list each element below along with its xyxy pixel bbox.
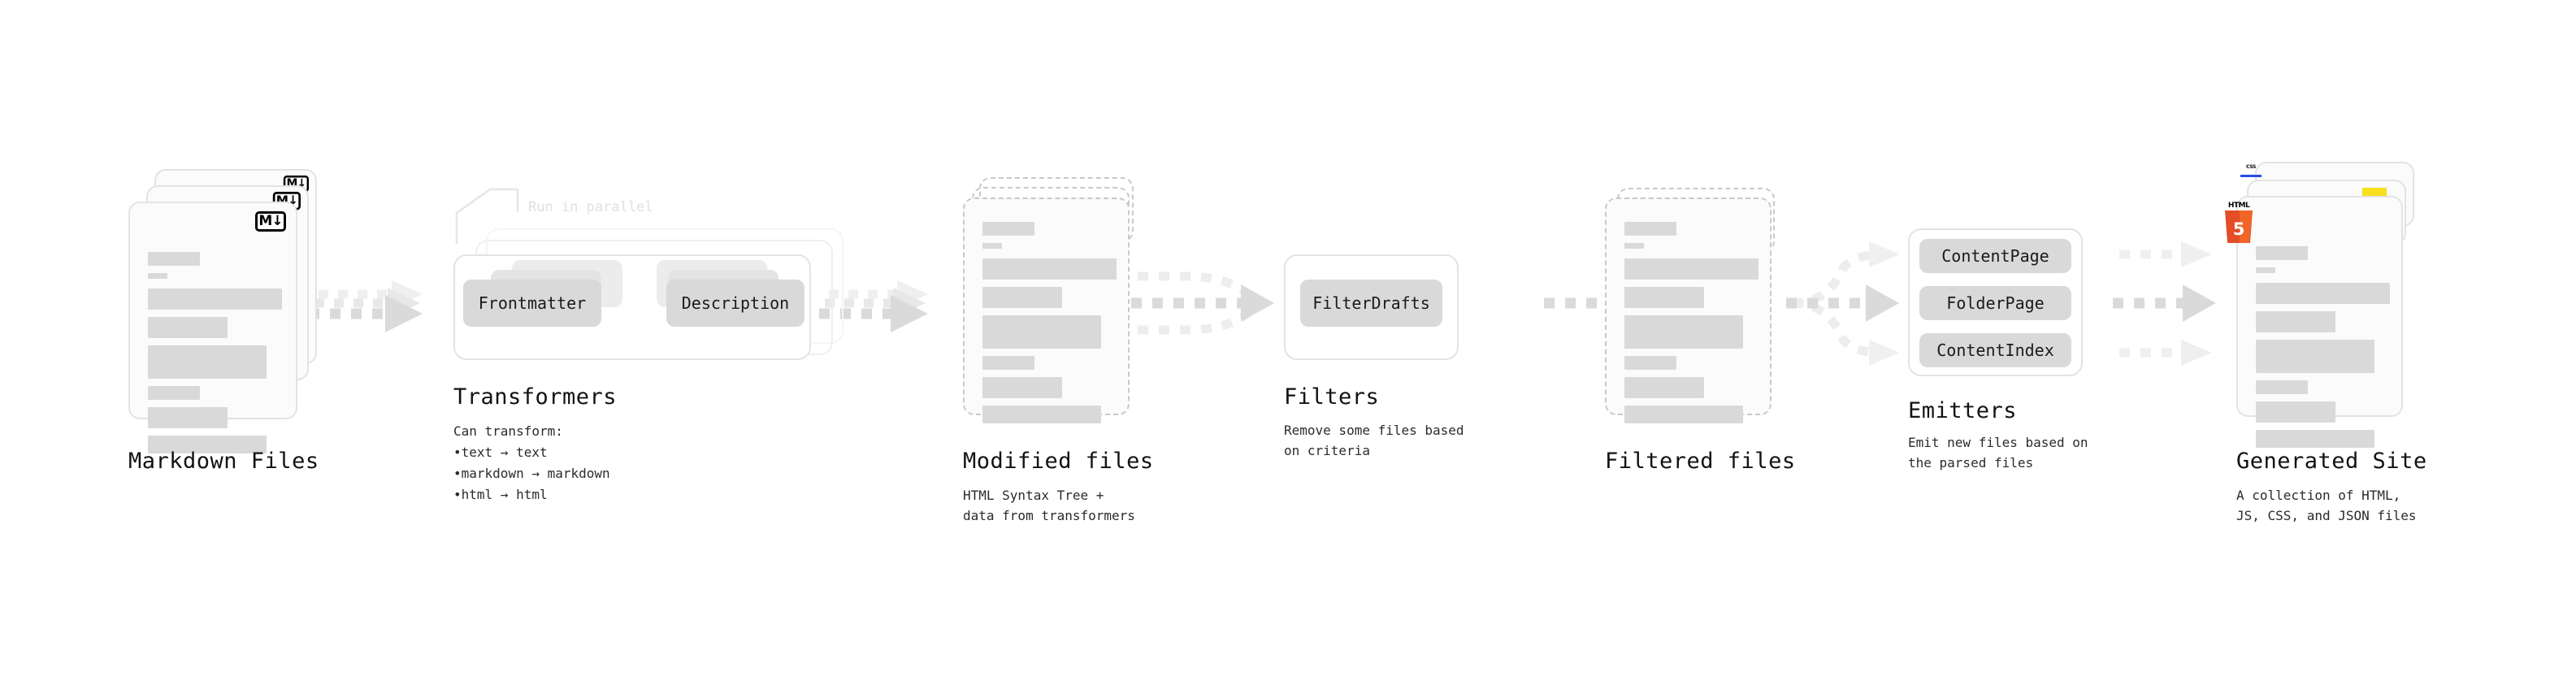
filtered-doc-front	[1605, 197, 1772, 423]
filters-description: Remove some files based on criteria	[1284, 423, 1464, 458]
stage-title-generated-site: Generated Site	[2236, 449, 2427, 474]
doc-placeholder-bars	[148, 252, 282, 461]
arrow-modified-to-filters	[1131, 271, 1274, 335]
css-badge-label: CSS	[2246, 164, 2256, 170]
doc-placeholder-bars	[1624, 222, 1759, 431]
modified-doc-front	[963, 197, 1130, 423]
stage-title-transformers: Transformers	[453, 384, 618, 410]
transformers-bullet: html → html	[453, 484, 610, 505]
transformers-description: Can transform: text → text markdown → ma…	[453, 421, 610, 505]
emitter-pill-folderpage[interactable]: FolderPage	[1919, 286, 2071, 320]
stage-title-emitters: Emitters	[1908, 398, 2018, 423]
stage-title-modified-files: Modified files	[963, 449, 1154, 474]
site-doc-front: HTML 5	[2225, 196, 2403, 448]
html5-badge: HTML 5	[2225, 202, 2253, 243]
emitter-pill-contentindex[interactable]: ContentIndex	[1919, 333, 2071, 367]
stage-title-markdown-files: Markdown Files	[128, 449, 319, 474]
css-badge: CSS	[2239, 164, 2263, 178]
transformer-pill-frontmatter[interactable]: Frontmatter	[463, 280, 601, 327]
stage-title-filtered-files: Filtered files	[1605, 449, 1796, 474]
modified-files-description: HTML Syntax Tree + data from transformer…	[963, 488, 1135, 523]
markdown-badge: M↓	[255, 211, 286, 232]
emitters-description: Emit new files based on the parsed files	[1908, 435, 2088, 471]
transformers-description-lead: Can transform:	[453, 423, 563, 439]
stage-title-filters: Filters	[1284, 384, 1380, 410]
emitter-pill-contentpage[interactable]: ContentPage	[1919, 239, 2071, 273]
html5-shield-icon	[2225, 210, 2253, 243]
transformer-pill-description[interactable]: Description	[666, 280, 804, 327]
arrow-markdown-to-transformers	[309, 280, 423, 332]
css-badge-underline	[2240, 175, 2262, 177]
doc-placeholder-bars	[2256, 246, 2390, 455]
filter-pill-filterdrafts[interactable]: FilterDrafts	[1300, 280, 1442, 327]
doc-placeholder-bars	[982, 222, 1117, 431]
arrow-filtered-to-emitters	[1786, 241, 1900, 366]
html5-badge-number: 5	[2232, 219, 2245, 239]
transformers-bullet: markdown → markdown	[453, 463, 610, 484]
generated-site-description: A collection of HTML, JS, CSS, and JSON …	[2236, 488, 2417, 523]
html5-badge-label: HTML	[2227, 202, 2250, 210]
arrow-emitters-to-site	[2113, 241, 2216, 366]
markdown-doc-front: M↓	[128, 202, 297, 453]
run-in-parallel-label: Run in parallel	[528, 199, 653, 215]
transformers-bullet: text → text	[453, 442, 610, 463]
